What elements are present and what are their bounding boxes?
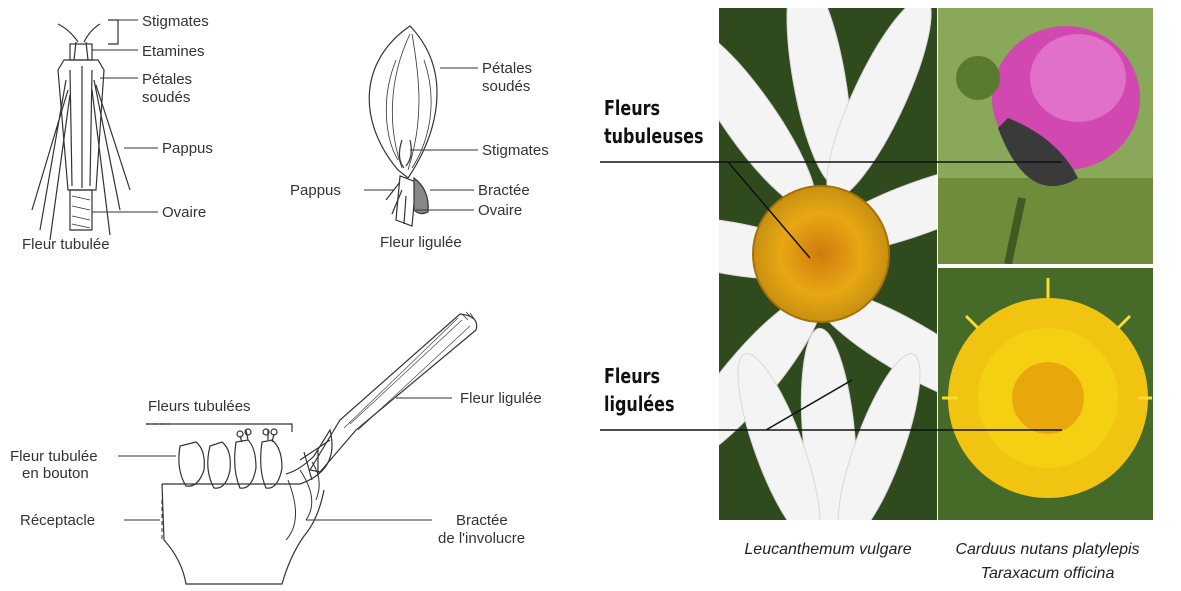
label-fleurs-ligulees-line2: ligulées bbox=[604, 390, 675, 418]
label-fleurs-tubuleuses: Fleurs tubuleuses bbox=[604, 94, 704, 150]
caption-taraxacum: Taraxacum officina bbox=[940, 562, 1155, 586]
label-fleurs-ligulees: Fleurs ligulées bbox=[604, 362, 675, 418]
caption-leucanthemum: Leucanthemum vulgare bbox=[719, 538, 937, 562]
label-fleurs-ligulees-line1: Fleurs bbox=[604, 362, 675, 390]
label-fleurs-tubuleuses-line1: Fleurs bbox=[604, 94, 704, 122]
label-fleurs-tubuleuses-line2: tubuleuses bbox=[604, 122, 704, 150]
caption-carduus-taraxacum: Carduus nutans platylepis Taraxacum offi… bbox=[940, 538, 1155, 586]
caption-carduus: Carduus nutans platylepis bbox=[940, 538, 1155, 562]
